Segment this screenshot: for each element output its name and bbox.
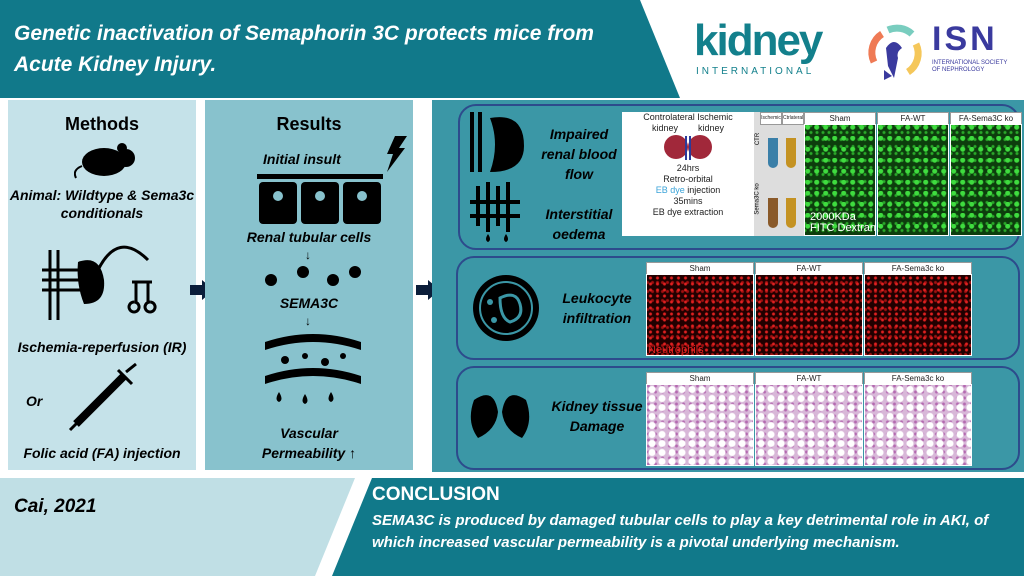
fitc-label-1: 2000KDa [810, 211, 856, 223]
down-arrow: ↓ [305, 314, 311, 328]
tube-photos: Ischemic Ctrlateral CTR Sema3C ko [754, 112, 804, 236]
header-band [0, 0, 680, 98]
isn-logo-text: ISN [932, 20, 998, 58]
oedema-label: Interstitial oedema [545, 206, 613, 242]
down-arrow: ↓ [305, 248, 311, 262]
tube-orange [786, 198, 796, 228]
methods-heading: Methods [65, 114, 139, 134]
citation-band [0, 478, 355, 576]
damage-label: Kidney tissue Damage [551, 398, 643, 434]
tube-blue [768, 138, 778, 168]
image-column-header: FA-WT [755, 372, 863, 385]
hrs-label: 24hrs [676, 163, 700, 173]
ischemia-kidney-clamp-icon [42, 245, 157, 320]
kidney-international-logo: kidney [694, 16, 823, 65]
micrograph [877, 124, 949, 236]
extraction-label: EB dye extraction [652, 207, 724, 217]
eb-dye-label: EB dye [655, 185, 685, 195]
cells-label: Renal tubular cells [246, 229, 372, 245]
retro-label: Retro-orbital [663, 174, 713, 184]
insult-label: Initial insult [263, 151, 341, 167]
kidney-label: kidney [651, 123, 678, 133]
micrograph [755, 274, 863, 356]
micrograph [804, 124, 876, 236]
leukocyte-label: Leukocyte infiltration [562, 290, 632, 326]
tube-brown [768, 198, 778, 228]
ctr-label: CTR [755, 132, 762, 146]
citation: Cai, 2021 [14, 496, 97, 517]
mouse-icon [74, 143, 135, 179]
or-label: Or [26, 393, 43, 409]
fa-label: Folic acid (FA) injection [23, 445, 181, 461]
logos: kidney INTERNATIONAL ISN INTERNATIONAL S… [690, 18, 1024, 88]
ir-label: Ischemia-reperfusion (IR) [17, 339, 187, 355]
fitc-label-2: FITC Dextran [810, 222, 877, 234]
injection-label: injection [684, 185, 721, 195]
micrograph [864, 384, 972, 466]
kidney-icon [470, 112, 524, 172]
conclusion-text: SEMA3C is produced by damaged tubular ce… [372, 512, 989, 551]
contralateral-label: Controlateral [643, 112, 695, 122]
tube-orange [786, 138, 796, 168]
page-title: Genetic inactivation of Semaphorin 3C pr… [14, 22, 594, 76]
results-panel: Results Initial insult Renal tubular cel… [205, 100, 413, 470]
neutrophils-label: Neutrophils [648, 344, 704, 356]
methods-panel: Methods Animal: Wildtype & Sema3c condit… [8, 100, 196, 470]
vascular-flow-box: Impaired renal blood flow Interstitial o… [458, 104, 1022, 250]
tubular-cells-icon [257, 174, 383, 224]
tube-ischemic-label: Ischemic [760, 112, 782, 125]
micrograph [950, 124, 1022, 236]
kidney-international-sub: INTERNATIONAL [696, 66, 815, 77]
vascular-label-1: Vascular [280, 425, 338, 441]
oedema-tissue-icon [470, 182, 520, 242]
isn-sub-2: OF NEPHROLOGY [932, 67, 985, 73]
micrograph [755, 384, 863, 466]
kidney-label: kidney [698, 123, 725, 133]
eb-dye-schematic: Controlateral Ischemic kidney kidney 24h… [622, 112, 754, 236]
sema3c-label: SEMA3C [279, 295, 339, 311]
sema3c-dots-icon [265, 266, 361, 286]
isn-sub-1: INTERNATIONAL SOCIETY [932, 60, 1008, 66]
findings-panel: Impaired renal blood flow Interstitial o… [432, 100, 1024, 472]
conclusion-title: CONCLUSION [372, 484, 500, 505]
damaged-kidney-icon [470, 395, 530, 438]
tube-contra-label: Ctrlateral [782, 112, 804, 125]
vessel-leak-icon [265, 334, 361, 404]
micrograph [646, 274, 754, 356]
ko-label: Sema3C ko [754, 183, 761, 215]
animal-label: Animal: Wildtype & Sema3c conditionals [9, 187, 195, 221]
isn-logo-icon [868, 24, 922, 80]
leukocyte-cell-icon [473, 275, 539, 341]
micrograph [864, 274, 972, 356]
vascular-label-2: Permeability ↑ [261, 445, 357, 461]
syringe-icon [68, 362, 137, 432]
flow-label: Impaired renal blood flow [541, 126, 617, 182]
conclusion-band [332, 478, 1024, 576]
mins-label: 35mins [673, 196, 703, 206]
results-heading: Results [276, 114, 342, 134]
lightning-icon [387, 136, 407, 172]
micrograph [646, 384, 754, 466]
kidneys-illustration-icon [664, 135, 712, 160]
ischemic-label: Ischemic [697, 112, 733, 122]
